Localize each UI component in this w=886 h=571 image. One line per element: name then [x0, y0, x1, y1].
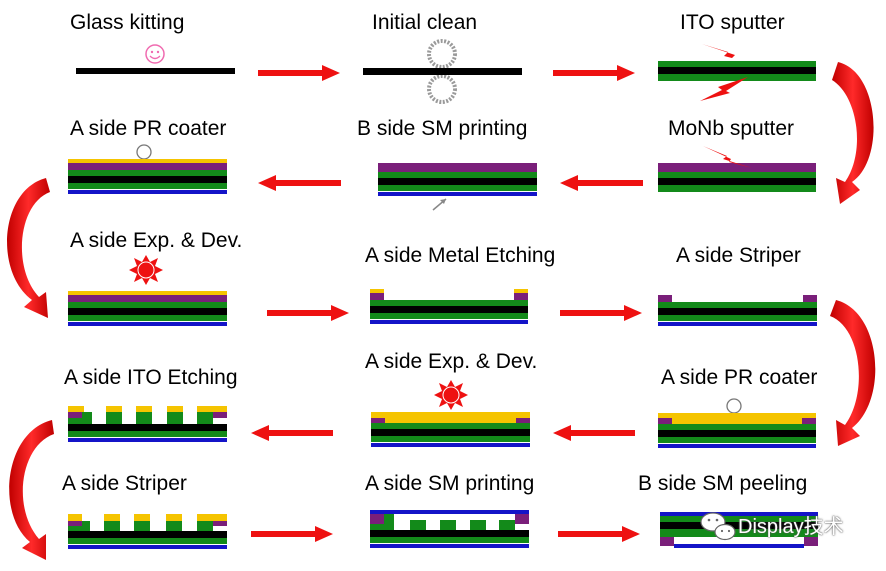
- step-ito-sputter: [658, 44, 816, 101]
- step-a-side-striper-1: [658, 295, 817, 326]
- flow-arrow-curved: [832, 62, 874, 204]
- uv-light-icon: [434, 380, 468, 410]
- label-a-side-ito-etching: A side ITO Etching: [64, 366, 238, 389]
- label-monb-sputter: MoNb sputter: [668, 117, 795, 140]
- step-a-side-sm-printing: [370, 510, 529, 548]
- flow-arrow: [560, 175, 643, 191]
- label-a-side-exp-dev-2: A side Exp. & Dev.: [365, 350, 538, 373]
- flow-arrow: [558, 526, 640, 542]
- flow-arrow: [553, 65, 635, 81]
- roller-icon: [726, 398, 742, 414]
- flow-arrow-curved: [9, 420, 54, 560]
- step-glass-kitting: [76, 44, 235, 74]
- step-a-side-ito-etching: [68, 406, 227, 442]
- lightning-icon: [702, 44, 756, 64]
- wechat-icon: [700, 512, 736, 541]
- flow-arrow: [251, 425, 333, 441]
- roller-icon: [136, 144, 152, 160]
- label-a-side-striper-2: A side Striper: [62, 472, 187, 495]
- flow-arrow-curved: [7, 178, 50, 318]
- step-a-side-metal-etching: [370, 289, 528, 324]
- flow-arrow: [258, 65, 340, 81]
- lightning-icon: [700, 77, 748, 101]
- label-a-side-exp-dev-1: A side Exp. & Dev.: [70, 229, 243, 252]
- flow-arrow: [553, 425, 635, 441]
- step-b-side-sm-printing: [378, 163, 537, 211]
- step-a-side-pr-coater-1: [68, 144, 227, 194]
- lightning-icon: [703, 146, 752, 168]
- step-a-side-pr-coater-2: [658, 398, 816, 448]
- roller-brush-icon: [427, 39, 457, 104]
- flow-arrow: [560, 305, 642, 321]
- label-a-side-metal-etching: A side Metal Etching: [365, 244, 556, 267]
- step-a-side-striper-2: [68, 514, 227, 549]
- flow-arrow: [258, 175, 341, 191]
- label-b-side-sm-peeling: B side SM peeling: [638, 472, 808, 495]
- step-a-side-exp-dev-1: [68, 255, 227, 326]
- step-initial-clean: [363, 39, 522, 104]
- label-initial-clean: Initial clean: [372, 11, 478, 34]
- label-glass-kitting: Glass kitting: [70, 11, 185, 34]
- label-b-side-sm-printing: B side SM printing: [357, 117, 528, 140]
- label-ito-sputter: ITO sputter: [680, 11, 785, 34]
- uv-light-icon: [129, 255, 163, 285]
- step-b-side-sm-peeling: [660, 512, 818, 548]
- step-monb-sputter: [658, 146, 816, 192]
- flow-arrow-curved: [830, 300, 876, 446]
- flow-arrow: [251, 526, 333, 542]
- label-a-side-pr-coater-1: A side PR coater: [70, 117, 227, 140]
- label-a-side-sm-printing: A side SM printing: [365, 472, 535, 495]
- step-a-side-exp-dev-2: [371, 380, 530, 447]
- smiley-icon: [145, 44, 165, 64]
- label-a-side-striper-1: A side Striper: [676, 244, 801, 267]
- label-a-side-pr-coater-2: A side PR coater: [661, 366, 818, 389]
- watermark-text: Display技术: [738, 516, 844, 538]
- flow-arrow: [267, 305, 349, 321]
